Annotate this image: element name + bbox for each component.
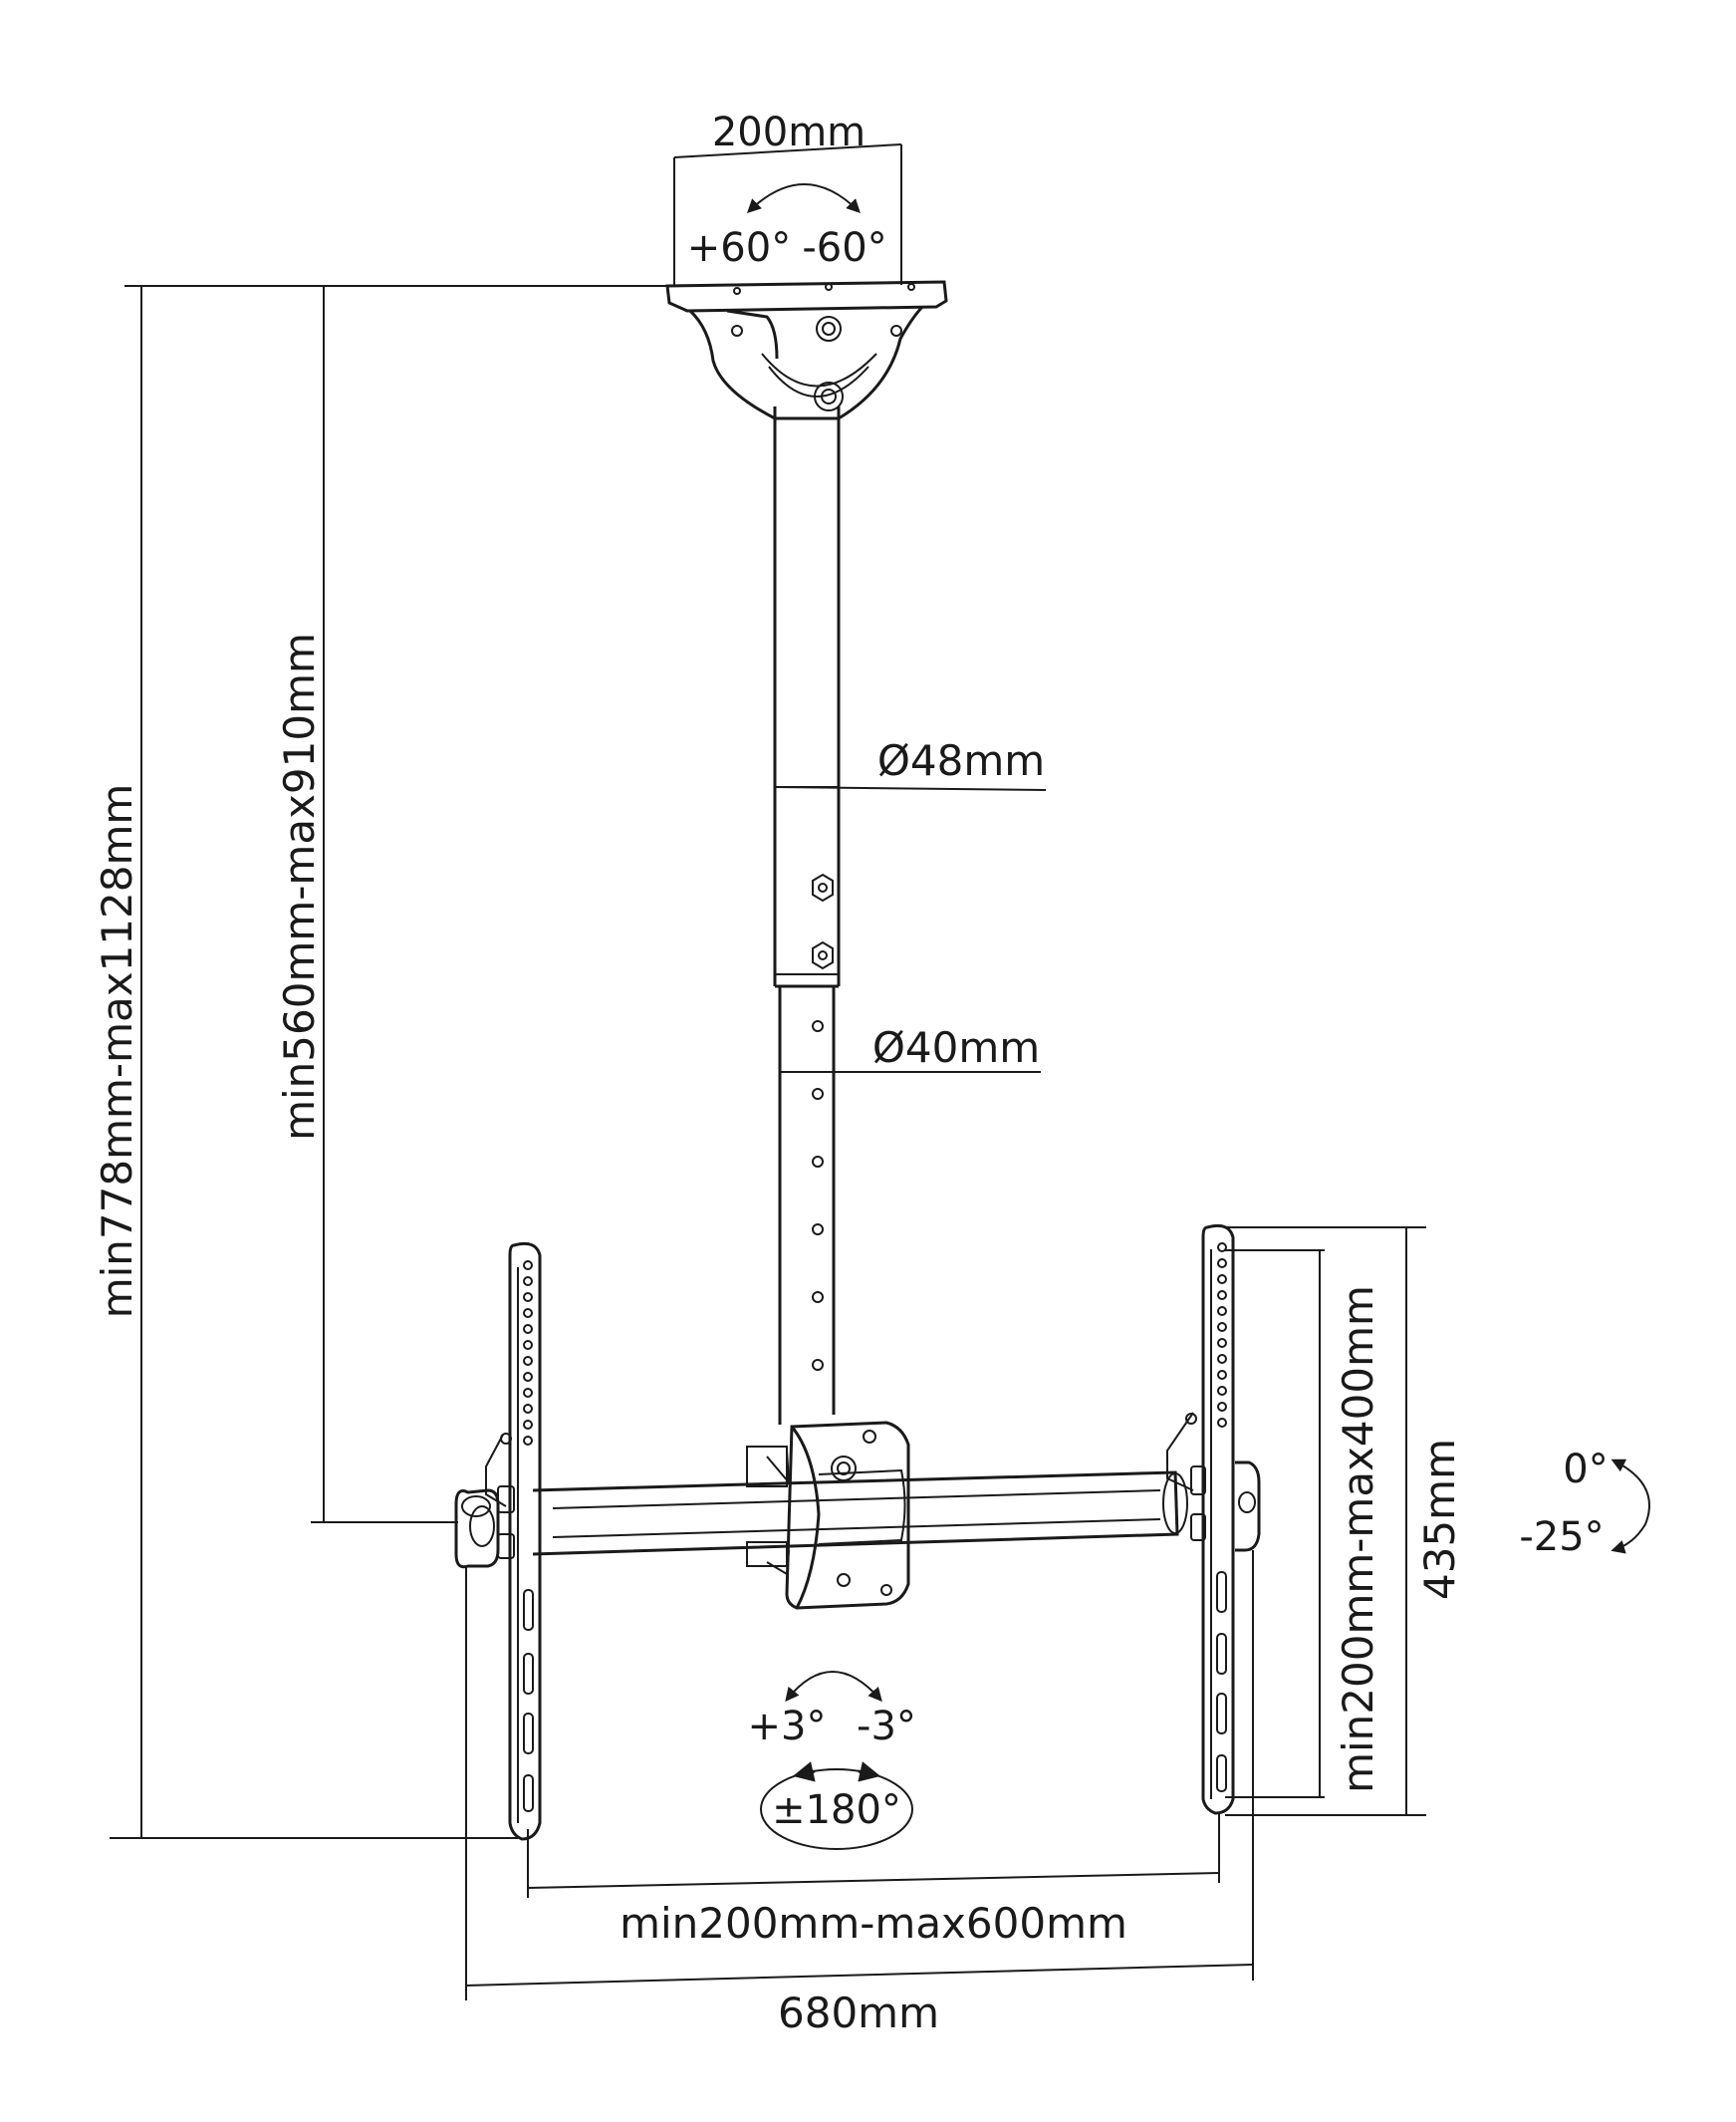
left-tv-bracket <box>454 1241 542 1841</box>
swivel-indicator: +60° -60° <box>687 183 887 271</box>
vesa-horizontal-dimension: min200mm-max600mm <box>527 1813 1220 1948</box>
outer-pole <box>773 406 841 988</box>
pole-height-dimension: min560mm-max910mm <box>275 286 458 1523</box>
vesa-horizontal-label: min200mm-max600mm <box>620 1899 1127 1948</box>
inner-diameter-label: Ø40mm <box>872 1023 1040 1072</box>
cross-arm <box>532 1470 1188 1556</box>
rotation-label: ±180° <box>772 1787 901 1833</box>
level-plus-label: +3° <box>748 1704 827 1749</box>
vesa-vertical-label: min200mm-max400mm <box>1334 1285 1382 1793</box>
swivel-plus-label: +60° <box>687 225 791 271</box>
outer-diameter-label: Ø48mm <box>877 736 1045 785</box>
plate-width-label: 200mm <box>712 110 866 155</box>
vesa-vertical-dimension: min200mm-max400mm <box>1225 1249 1382 1798</box>
right-tv-bracket <box>1166 1223 1261 1815</box>
overall-width-dimension: 680mm <box>465 1550 1254 2037</box>
tilt-top-label: 0° <box>1563 1447 1608 1492</box>
level-minus-label: -3° <box>857 1704 916 1749</box>
pole-height-label: min560mm-max910mm <box>275 633 324 1141</box>
level-indicator: +3° -3° <box>748 1671 916 1749</box>
tilt-bottom-label: -25° <box>1519 1514 1604 1560</box>
rotation-indicator: ±180° <box>760 1761 913 1850</box>
ceiling-bracket <box>665 280 948 420</box>
overall-width-label: 680mm <box>778 1989 939 2037</box>
inner-pole <box>778 986 836 1425</box>
tilt-indicator: 0° -25° <box>1519 1447 1650 1560</box>
swivel-minus-label: -60° <box>802 225 886 271</box>
bracket-height-label: 435mm <box>1415 1439 1464 1600</box>
plate-width-dimension: 200mm <box>673 110 902 285</box>
overall-height-dimension: min778mm-max1128mm <box>93 285 669 1839</box>
center-clamp <box>746 1421 910 1610</box>
inner-diameter-dimension: Ø40mm <box>780 1023 1041 1073</box>
overall-height-label: min778mm-max1128mm <box>93 784 141 1319</box>
bracket-height-dimension: 435mm <box>1225 1226 1464 1816</box>
outer-diameter-dimension: Ø48mm <box>774 736 1047 791</box>
